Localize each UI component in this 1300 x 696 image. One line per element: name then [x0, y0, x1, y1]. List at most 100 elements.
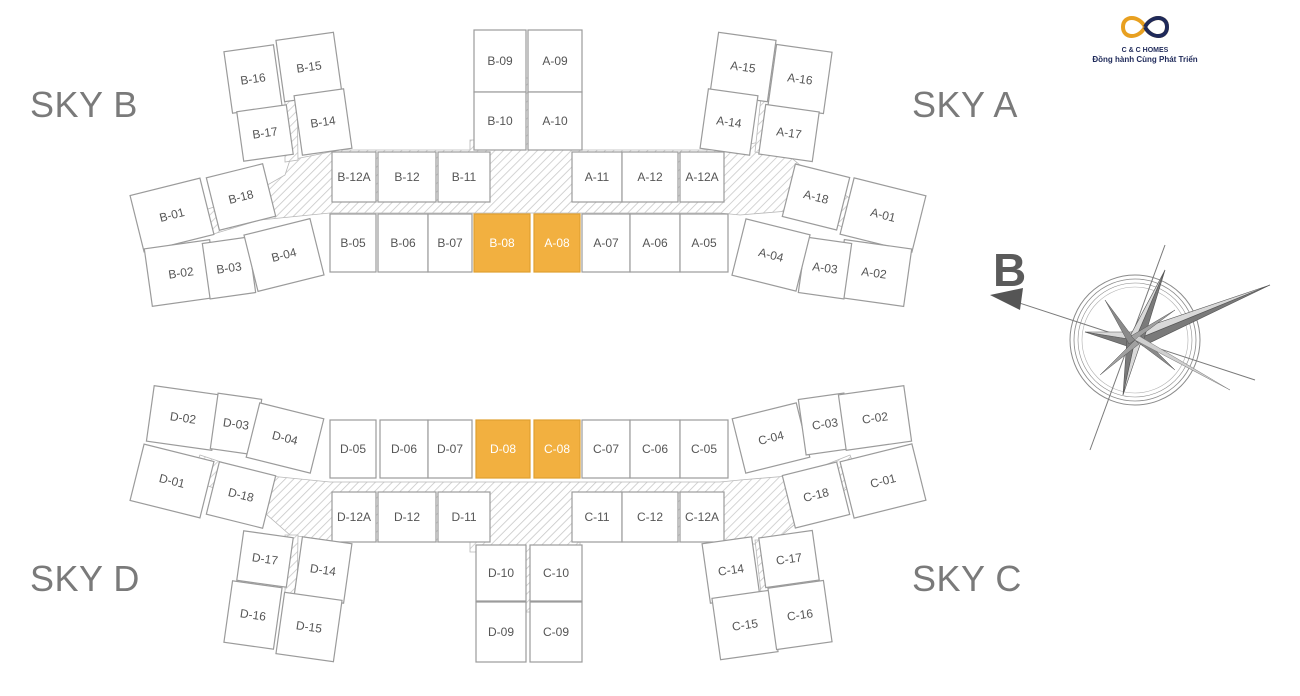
unit-b10[interactable]: B-10	[473, 91, 527, 151]
unit-box	[679, 419, 729, 479]
unit-label: B-02	[167, 264, 194, 281]
unit-label: C-04	[757, 428, 786, 448]
unit-b06[interactable]: B-06	[377, 213, 429, 273]
unit-a07[interactable]: A-07	[581, 213, 631, 273]
unit-d02[interactable]: D-02	[145, 385, 221, 451]
unit-box	[837, 385, 913, 451]
unit-b01[interactable]: B-01	[129, 177, 215, 253]
unit-a12a[interactable]: A-12A	[679, 151, 725, 203]
unit-label: B-18	[227, 187, 255, 207]
unit-a14[interactable]: A-14	[699, 88, 759, 156]
unit-a05[interactable]: A-05	[679, 213, 729, 273]
unit-box	[758, 103, 820, 163]
unit-d18[interactable]: D-18	[205, 461, 277, 529]
unit-a11[interactable]: A-11	[571, 151, 623, 203]
unit-box	[529, 544, 583, 602]
unit-b03[interactable]: B-03	[201, 236, 257, 300]
unit-b11[interactable]: B-11	[437, 151, 491, 203]
unit-d10[interactable]: D-10	[475, 544, 527, 602]
unit-b05[interactable]: B-05	[329, 213, 377, 273]
unit-c07[interactable]: C-07	[581, 419, 631, 479]
unit-label: D-06	[391, 442, 417, 456]
unit-a09[interactable]: A-09	[527, 29, 583, 93]
unit-b04[interactable]: B-04	[243, 217, 325, 293]
unit-label: D-16	[239, 606, 267, 624]
unit-d08[interactable]: D-08	[475, 419, 531, 479]
unit-b09[interactable]: B-09	[473, 29, 527, 93]
unit-b08[interactable]: B-08	[473, 213, 531, 273]
unit-a10[interactable]: A-10	[527, 91, 583, 151]
unit-d07[interactable]: D-07	[427, 419, 473, 479]
unit-label: D-09	[488, 625, 514, 639]
unit-label: B-07	[437, 236, 463, 250]
unit-c06[interactable]: C-06	[629, 419, 681, 479]
unit-label: D-18	[227, 485, 256, 505]
unit-a01[interactable]: A-01	[839, 177, 927, 253]
unit-a12[interactable]: A-12	[621, 151, 679, 203]
unit-box	[205, 163, 277, 231]
unit-d16[interactable]: D-16	[223, 580, 283, 650]
unit-box	[475, 419, 531, 479]
unit-c03[interactable]: C-03	[797, 392, 853, 456]
unit-c02[interactable]: C-02	[837, 385, 913, 451]
unit-c11[interactable]: C-11	[571, 491, 623, 543]
unit-b12a[interactable]: B-12A	[331, 151, 377, 203]
unit-box	[437, 151, 491, 203]
unit-c18[interactable]: C-18	[781, 461, 851, 529]
unit-c04[interactable]: C-04	[731, 402, 811, 474]
unit-d14[interactable]: D-14	[293, 536, 353, 604]
unit-d04[interactable]: D-04	[245, 402, 325, 474]
unit-c08[interactable]: C-08	[533, 419, 581, 479]
unit-a17[interactable]: A-17	[758, 103, 820, 163]
unit-a06[interactable]: A-06	[629, 213, 681, 273]
unit-c10[interactable]: C-10	[529, 544, 583, 602]
compass-direction-label: B	[993, 244, 1027, 296]
unit-a16[interactable]: A-16	[767, 43, 833, 115]
unit-d05[interactable]: D-05	[329, 419, 377, 479]
unit-d11[interactable]: D-11	[437, 491, 491, 543]
unit-c14[interactable]: C-14	[701, 536, 761, 604]
unit-label: A-14	[715, 113, 742, 130]
unit-d12[interactable]: D-12	[377, 491, 437, 543]
unit-a15[interactable]: A-15	[709, 31, 777, 103]
unit-c09[interactable]: C-09	[529, 601, 583, 663]
unit-b12[interactable]: B-12	[377, 151, 437, 203]
unit-label: B-16	[239, 70, 266, 87]
unit-d17[interactable]: D-17	[236, 530, 294, 588]
unit-label: C-03	[811, 415, 839, 433]
unit-a04[interactable]: A-04	[731, 218, 811, 292]
unit-d09[interactable]: D-09	[475, 601, 527, 663]
unit-box	[699, 88, 759, 156]
unit-box	[621, 151, 679, 203]
unit-d15[interactable]: D-15	[275, 591, 343, 663]
unit-label: C-06	[642, 442, 668, 456]
unit-b07[interactable]: B-07	[427, 213, 473, 273]
unit-c01[interactable]: C-01	[839, 443, 927, 519]
unit-b14[interactable]: B-14	[293, 88, 353, 156]
unit-label: A-04	[757, 245, 785, 265]
unit-d01[interactable]: D-01	[129, 443, 215, 519]
unit-b02[interactable]: B-02	[143, 239, 219, 307]
tower-label-sky-a: SKY A	[912, 84, 1018, 125]
unit-label: A-02	[860, 264, 887, 281]
infinity-logo-icon	[1120, 16, 1170, 38]
unit-c05[interactable]: C-05	[679, 419, 729, 479]
unit-label: D-11	[451, 510, 476, 524]
unit-d12a[interactable]: D-12A	[331, 491, 377, 543]
unit-b18[interactable]: B-18	[205, 163, 277, 231]
unit-a03[interactable]: A-03	[797, 236, 853, 300]
unit-a18[interactable]: A-18	[781, 163, 851, 231]
unit-b17[interactable]: B-17	[236, 104, 294, 162]
unit-b16[interactable]: B-16	[223, 44, 283, 114]
unit-label: C-10	[543, 566, 569, 580]
unit-b15[interactable]: B-15	[275, 31, 343, 103]
unit-a08[interactable]: A-08	[533, 213, 581, 273]
unit-c12a[interactable]: C-12A	[679, 491, 725, 543]
unit-d06[interactable]: D-06	[379, 419, 429, 479]
unit-c16[interactable]: C-16	[767, 579, 833, 651]
unit-c17[interactable]: C-17	[758, 529, 820, 589]
unit-c12[interactable]: C-12	[621, 491, 679, 543]
unit-label: A-17	[775, 124, 802, 141]
unit-c15[interactable]: C-15	[711, 589, 779, 661]
unit-box	[331, 151, 377, 203]
